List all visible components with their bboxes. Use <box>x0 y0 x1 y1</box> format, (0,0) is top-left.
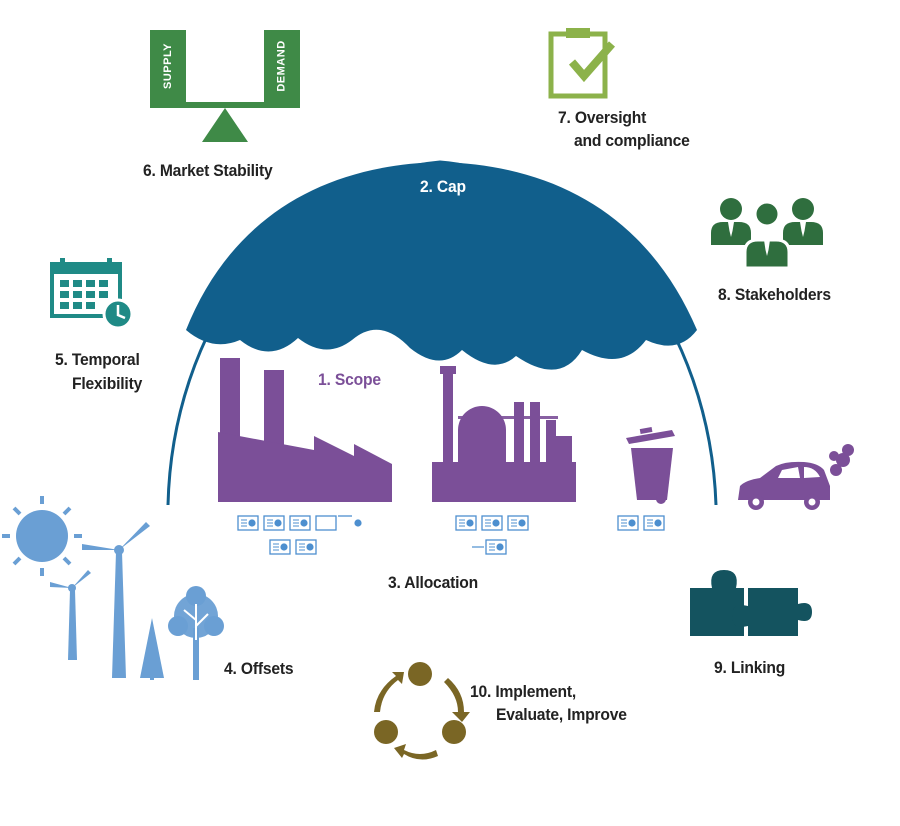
puzzle-icon <box>690 570 812 636</box>
oversight-label-line2: and compliance <box>574 131 690 150</box>
implement-label-line2: Evaluate, Improve <box>496 705 627 724</box>
scale-icon <box>150 30 300 142</box>
scale-sign-supply: SUPPLY <box>162 42 175 90</box>
scale-sign-demand: DEMAND <box>276 40 288 92</box>
allowance-certificate-icon <box>237 515 665 555</box>
trash-bin-icon <box>626 426 675 504</box>
oversight-label-line1: 7. Oversight <box>558 108 647 127</box>
cap-label: 2. Cap <box>420 177 466 196</box>
implement-label-line1: 10. Implement, <box>470 682 577 701</box>
calendar-clock-icon <box>50 258 134 330</box>
wind-turbine-icon <box>50 522 150 678</box>
tree-icon <box>140 586 224 680</box>
allocation-label: 3. Allocation <box>388 573 479 592</box>
cycle-arrows-icon <box>374 662 470 760</box>
linking-label: 9. Linking <box>714 658 786 677</box>
refinery-icon <box>432 366 576 502</box>
sun-icon <box>2 496 82 576</box>
offsets-label: 4. Offsets <box>224 659 294 678</box>
clipboard-check-icon <box>548 28 616 99</box>
market-stability-label: 6. Market Stability <box>143 161 273 180</box>
stakeholders-icon <box>711 198 823 270</box>
factory-icon <box>218 358 392 502</box>
cap-dome <box>166 160 718 506</box>
car-icon <box>738 444 854 510</box>
scope-label: 1. Scope <box>318 370 381 389</box>
stakeholders-label: 8. Stakeholders <box>718 285 831 304</box>
temporal-flexibility-label-line1: 5. Temporal <box>55 350 140 369</box>
temporal-flexibility-label-line2: Flexibility <box>72 374 143 393</box>
